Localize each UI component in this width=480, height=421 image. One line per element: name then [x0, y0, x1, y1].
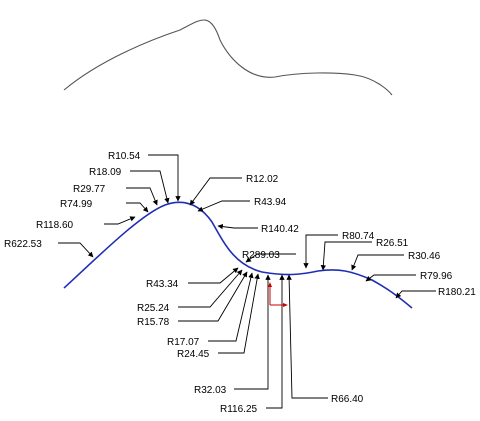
leader-r289-03 — [245, 253, 296, 263]
leader-r74-99 — [126, 202, 149, 213]
leader-r118-60 — [104, 216, 136, 225]
leader-r180-21 — [395, 290, 436, 299]
label-r24-45: R24.45 — [177, 349, 210, 360]
radius-labels: R622.53 R118.60 R74.99 R29.77 R18.09 R10… — [4, 151, 476, 415]
leader-r24-45 — [218, 273, 260, 354]
leader-r622-53 — [58, 242, 94, 258]
label-r10-54: R10.54 — [108, 151, 141, 162]
main-profile-curve — [63, 201, 413, 309]
leader-r30-46 — [351, 254, 404, 271]
label-r18-09: R18.09 — [89, 167, 122, 178]
origin-marker — [268, 282, 288, 307]
leader-r15-78 — [178, 271, 248, 322]
label-r17-07: R17.07 — [167, 337, 200, 348]
leader-r17-07 — [208, 272, 254, 342]
label-r79-96: R79.96 — [420, 271, 453, 282]
label-r180-21: R180.21 — [438, 287, 476, 298]
leader-r79-96 — [365, 274, 416, 282]
leader-r18-09 — [130, 170, 170, 204]
label-r622-53: R622.53 — [4, 239, 42, 250]
label-r43-94: R43.94 — [254, 197, 287, 208]
leader-r29-77 — [126, 187, 158, 206]
leader-r32-03 — [234, 274, 271, 390]
label-r66-40: R66.40 — [331, 394, 364, 405]
leader-r43-34 — [188, 267, 239, 284]
top-profile-curve — [63, 19, 393, 96]
leader-r116-25 — [266, 274, 285, 409]
label-r289-03: R289.03 — [242, 250, 280, 261]
leader-r26-51 — [320, 241, 372, 271]
label-r12-02: R12.02 — [246, 174, 279, 185]
leader-r10-54 — [148, 154, 181, 202]
leader-r66-40 — [286, 274, 328, 399]
label-r32-03: R32.03 — [194, 385, 227, 396]
leader-r140-42 — [217, 223, 258, 230]
leader-r43-94 — [197, 200, 250, 212]
leader-r12-02 — [189, 177, 242, 206]
label-r30-46: R30.46 — [408, 251, 441, 262]
leader-r25-24 — [178, 269, 243, 308]
leader-r80-74 — [303, 234, 338, 269]
label-r25-24: R25.24 — [137, 303, 170, 314]
label-r26-51: R26.51 — [376, 238, 409, 249]
label-r140-42: R140.42 — [261, 224, 299, 235]
label-r116-25: R116.25 — [220, 404, 258, 415]
label-r15-78: R15.78 — [137, 317, 170, 328]
leader-lines — [58, 154, 436, 409]
label-r118-60: R118.60 — [36, 220, 74, 231]
label-r80-74: R80.74 — [342, 231, 375, 242]
label-r29-77: R29.77 — [73, 184, 106, 195]
label-r43-34: R43.34 — [146, 279, 179, 290]
label-r74-99: R74.99 — [60, 199, 93, 210]
